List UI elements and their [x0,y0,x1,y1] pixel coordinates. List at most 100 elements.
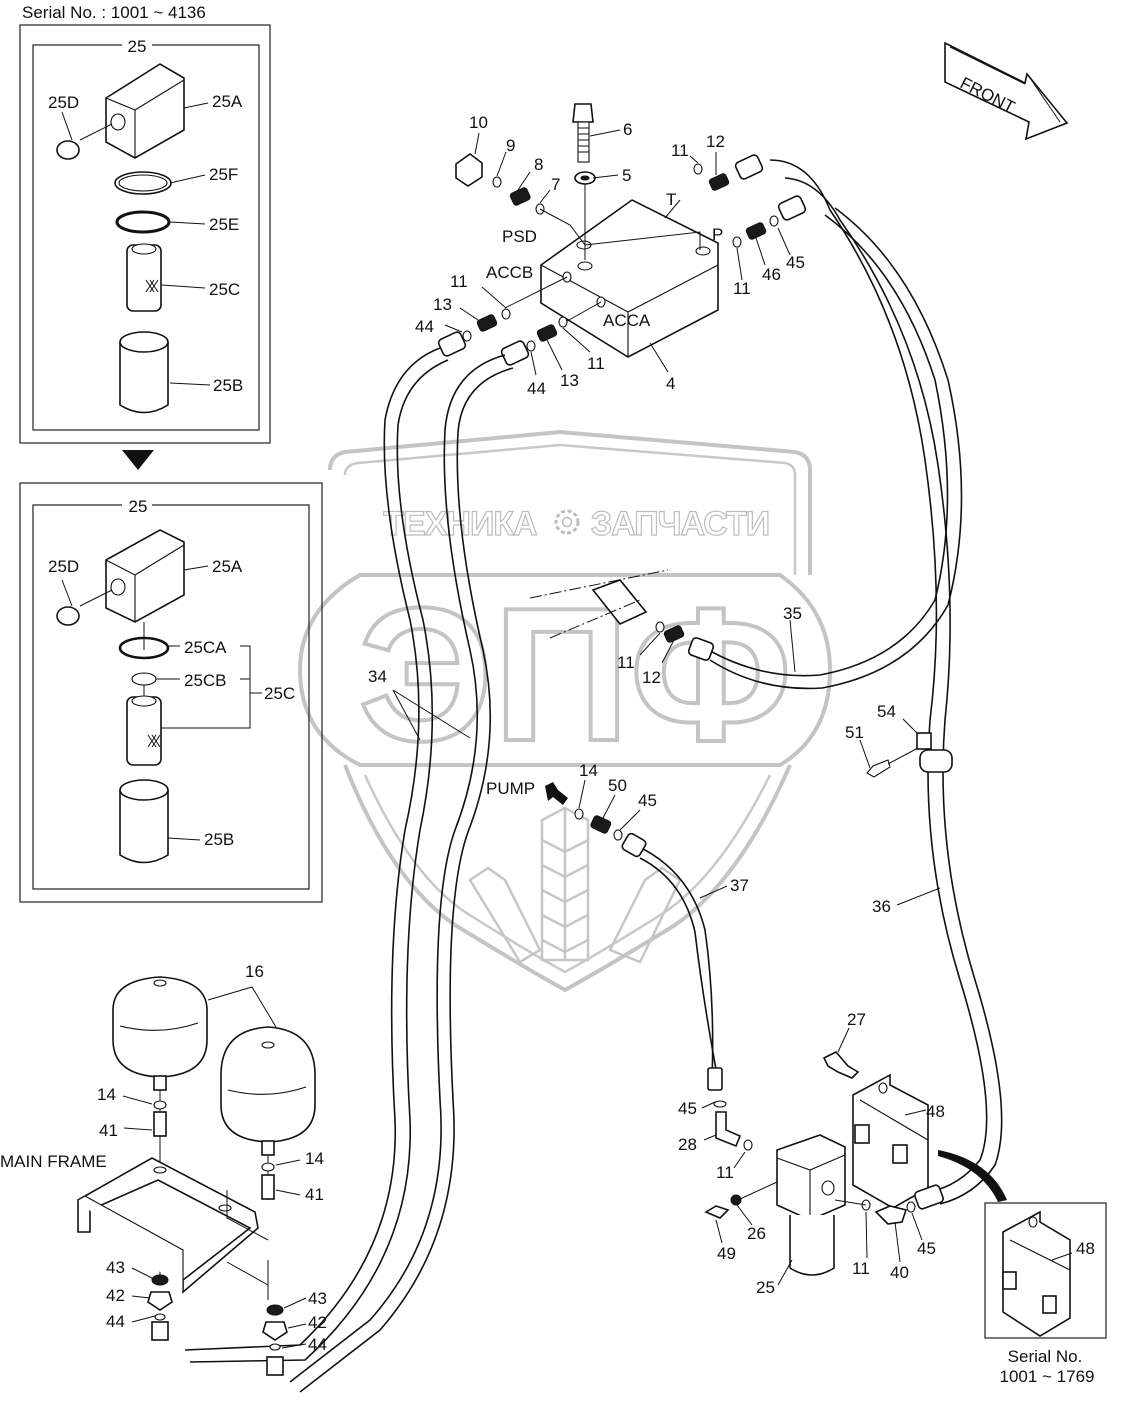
filter-oring-25cb [131,672,157,686]
filter-detail-outer-frame [19,24,271,444]
filter-indicator-knob-new [56,606,80,626]
port-label-t: T [666,190,676,209]
accumulator-left [112,976,208,1091]
label-25b-old: 25B [213,376,243,395]
callout-13-left: 13 [433,295,452,314]
callout-11-left: 11 [450,272,468,291]
callout-10: 10 [469,113,488,132]
callout-13-mid: 13 [560,371,579,390]
callout-4: 4 [666,374,675,393]
valve-block [504,183,719,358]
hose-37 [634,844,723,1091]
hose-34-a [184,347,449,1363]
callout-42-left: 42 [106,1286,125,1305]
filter-detail-box-new: 25 25A 25D 25CA 25CB 25C 25B [19,482,323,903]
callout-44-right-stack: 44 [308,1335,327,1354]
oring-14-pump [574,808,584,820]
adapter-50 [590,815,612,834]
watermark-shield-bottom-inner [363,774,772,974]
elbow-40 [874,1205,908,1225]
main-frame-bracket [77,1157,269,1294]
callout-14-right: 14 [305,1149,324,1168]
callout-44-left-stack: 44 [106,1312,125,1331]
callout-43-right: 43 [308,1289,327,1308]
label-25d-new: 25D [48,557,79,576]
valve-block-labels: 10 9 8 7 6 5 11 12 11 46 45 11 13 44 44 … [415,113,805,398]
callout-8: 8 [534,155,543,174]
accumulator-right [220,1026,316,1156]
watermark-logo-letters: ЭПФ [358,569,792,781]
filter-oring-25e [115,210,171,234]
callout-27: 27 [847,1010,866,1029]
callout-45-filter-top: 45 [678,1099,697,1118]
oring-45-pump [613,829,623,841]
pump-direction-arrow-icon [545,782,568,805]
callout-26: 26 [747,1224,766,1243]
inset-pointer-arrow [938,1150,1007,1202]
callout-44-left: 44 [415,317,434,336]
callout-36: 36 [872,897,891,916]
adapter-41-left [153,1111,167,1137]
watermark-shield-bottom [343,764,792,993]
hose-36 [769,159,1003,1205]
adapter-fitting [529,569,715,661]
label-25b-new: 25B [204,830,234,849]
hose-clamp [859,718,953,778]
callout-11-mid: 11 [587,354,605,373]
callout-45-filter-right: 45 [917,1239,936,1258]
washer-26 [730,1194,742,1206]
watermark-shield-inner [343,443,797,575]
port-label-acca: ACCA [603,311,651,330]
callout-44-mid: 44 [527,379,546,398]
callout-43-left: 43 [106,1258,125,1277]
callout-46: 46 [762,265,781,284]
watermark-shield-top [328,429,812,575]
callout-12-top: 12 [706,132,725,151]
filter-head-part [105,63,185,159]
filter-detail-box-old: 25 25A 25D 25F 25E [19,24,271,444]
filter-bowl-part [119,331,169,414]
watermark-gear-icon [554,509,580,535]
callout-28: 28 [678,1135,697,1154]
callout-25: 25 [756,1278,775,1297]
filter-indicator-knob-part [56,123,113,160]
label-25cb: 25CB [184,671,227,690]
bolt-27 [822,1051,860,1079]
watermark-text-right: ЗАПЧАСТИ [591,505,769,543]
callout-50: 50 [608,776,627,795]
callout-49: 49 [717,1244,736,1263]
main-frame-label: MAIN FRAME [0,1152,107,1171]
label-25e-old: 25E [209,215,239,234]
callout-11-filter-right: 11 [852,1259,870,1278]
inset-bracket-box: 48 [984,1202,1107,1339]
filter-detail-new-title: 25 [129,497,148,516]
label-25f-old: 25F [209,165,238,184]
callout-7: 7 [551,175,560,194]
watermark: ЭПФ ТЕХНИКА ЗАПЧАСТИ [297,429,833,993]
adapter-41-right [261,1174,275,1200]
hose-end-36 [914,1184,944,1210]
change-arrow-icon [122,450,154,470]
hose-34-b [289,354,514,1393]
port-label-psd: PSD [502,227,537,246]
serial-number-inset-line2: 1001 ~ 1769 [999,1367,1094,1386]
callout-51: 51 [845,723,864,742]
callout-11-adapter: 11 [617,653,635,672]
callout-35: 35 [783,604,802,623]
callout-48: 48 [926,1102,945,1121]
callout-5: 5 [622,166,631,185]
filter-assembly [776,1134,846,1276]
pump-label: PUMP [486,779,535,798]
callout-41-left: 41 [99,1121,118,1140]
serial-number-inset-line1: Serial No. [1008,1347,1083,1366]
filter-head-new-part [105,529,185,623]
label-25c-old: 25C [209,280,240,299]
filter-detail-new-outer-frame [19,482,323,903]
watermark-banner [297,573,833,767]
callout-14-pump: 14 [579,761,598,780]
front-arrow: FRONT [944,41,1069,141]
callout-42-right: 42 [308,1313,327,1332]
serial-number-top: Serial No. : 1001 ~ 4136 [22,3,206,22]
callout-34: 34 [368,667,387,686]
